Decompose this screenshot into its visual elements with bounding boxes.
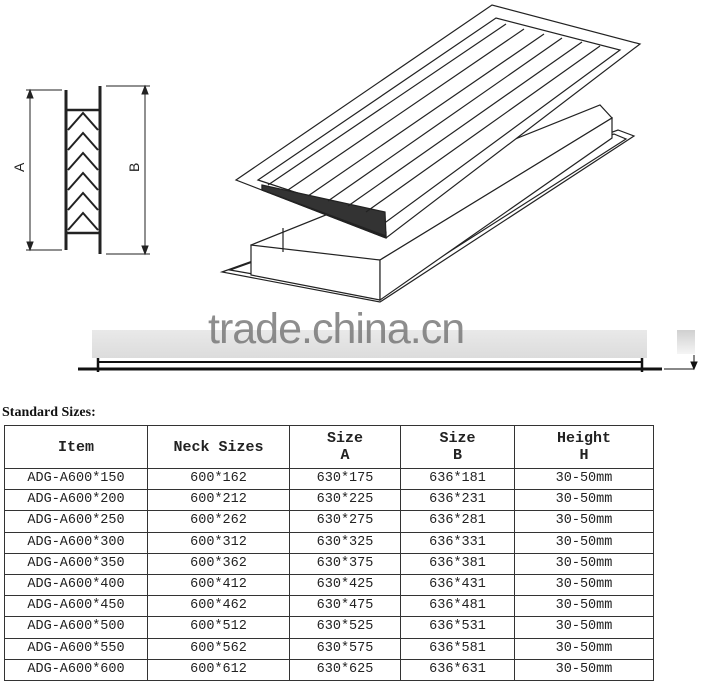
cell-height: 30-50mm [514, 637, 654, 660]
standard-sizes-title: Standard Sizes: [2, 405, 96, 420]
cell-size-b: 636*231 [400, 489, 515, 512]
watermark-text: trade.china.cn [208, 305, 465, 353]
watermark-band-right [677, 330, 695, 354]
cell-size-a: 630*175 [289, 467, 401, 491]
cell-size-b: 636*281 [400, 510, 515, 533]
watermark-band [92, 330, 647, 358]
cell-item: ADG-A600*550 [4, 637, 148, 660]
cell-size-a: 630*475 [289, 595, 401, 618]
header-height-line2: H [579, 447, 589, 464]
cell-height: 30-50mm [514, 658, 654, 681]
isometric-grille-view [219, 4, 642, 303]
header-neck-sizes: Neck Sizes [147, 425, 290, 469]
cell-size-a: 630*225 [289, 489, 401, 512]
cell-item: ADG-A600*300 [4, 531, 148, 554]
cell-item: ADG-A600*350 [4, 552, 148, 575]
cell-item: ADG-A600*200 [4, 489, 148, 512]
header-size-b-line1: Size [439, 430, 476, 447]
cell-height: 30-50mm [514, 595, 654, 618]
cell-height: 30-50mm [514, 573, 654, 597]
grille-drawing-svg: A B [11, 4, 698, 372]
cell-neck-size: 600*162 [147, 467, 290, 491]
cell-size-a: 630*275 [289, 510, 401, 533]
cell-size-a: 630*375 [289, 552, 401, 575]
cell-item: ADG-A600*450 [4, 595, 148, 618]
cell-item: ADG-A600*500 [4, 616, 148, 639]
dimension-b-label: B [126, 163, 142, 172]
header-item: Item [4, 425, 148, 469]
cell-size-b: 636*331 [400, 531, 515, 554]
cell-size-a: 630*425 [289, 573, 401, 597]
cell-neck-size: 600*412 [147, 573, 290, 597]
header-size-a-line2: A [340, 447, 350, 464]
cell-item: ADG-A600*250 [4, 510, 148, 533]
cell-item: ADG-A600*400 [4, 573, 148, 597]
technical-drawing: A B [11, 4, 698, 372]
cell-neck-size: 600*262 [147, 510, 290, 533]
side-section-view [26, 84, 150, 256]
cell-height: 30-50mm [514, 531, 654, 554]
cell-size-a: 630*325 [289, 531, 401, 554]
cell-size-a: 630*575 [289, 637, 401, 660]
cell-size-b: 636*631 [400, 658, 515, 681]
cell-size-b: 636*581 [400, 637, 515, 660]
dimension-a-label: A [11, 162, 27, 172]
cell-neck-size: 600*312 [147, 531, 290, 554]
cell-neck-size: 600*462 [147, 595, 290, 618]
cell-height: 30-50mm [514, 489, 654, 512]
cell-height: 30-50mm [514, 616, 654, 639]
cell-size-b: 636*381 [400, 552, 515, 575]
header-height-line1: Height [556, 430, 611, 447]
cell-height: 30-50mm [514, 510, 654, 533]
cell-size-a: 630*525 [289, 616, 401, 639]
cell-height: 30-50mm [514, 467, 654, 491]
header-size-a-line1: Size [326, 430, 363, 447]
cell-neck-size: 600*212 [147, 489, 290, 512]
cell-neck-size: 600*362 [147, 552, 290, 575]
cell-size-b: 636*431 [400, 573, 515, 597]
header-item-label: Item [57, 438, 94, 456]
cell-item: ADG-A600*150 [4, 467, 148, 491]
cell-neck-size: 600*512 [147, 616, 290, 639]
header-size-b-line2: B [452, 447, 462, 464]
header-neck-sizes-label: Neck Sizes [173, 438, 264, 456]
cell-item: ADG-A600*600 [4, 658, 148, 681]
cell-neck-size: 600*562 [147, 637, 290, 660]
cell-size-b: 636*531 [400, 616, 515, 639]
cell-height: 30-50mm [514, 552, 654, 575]
cell-size-a: 630*625 [289, 658, 401, 681]
cell-size-b: 636*181 [400, 467, 515, 491]
side-elevation-view [78, 355, 698, 372]
cell-neck-size: 600*612 [147, 658, 290, 681]
cell-size-b: 636*481 [400, 595, 515, 618]
